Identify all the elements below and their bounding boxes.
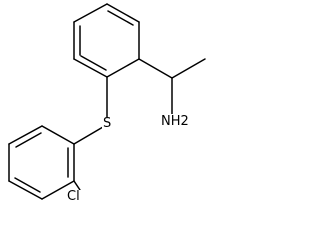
sulfur-to-ring-b-bond <box>73 126 104 145</box>
ring-b-bond-2 <box>41 180 75 200</box>
ring-b-bond-5 <box>8 125 43 145</box>
amine-text: NH2 <box>161 114 189 129</box>
chlorine-atom-label: Cl <box>66 189 81 204</box>
ring-a-bond-4 <box>73 58 108 78</box>
sulfur-atom-label: S <box>102 116 113 131</box>
ring-a-bond-3 <box>106 58 140 78</box>
chiral-carbon-to-methyl-bond <box>171 58 206 79</box>
amine-group-label: NH2 <box>160 114 190 129</box>
ring-to-chiral-carbon-bond <box>138 58 173 79</box>
thioether-linkage <box>73 76 108 145</box>
lower-benzene-ring <box>8 125 81 200</box>
ring-b-double-bond-3 <box>15 132 42 148</box>
ring-b-bond-6 <box>41 125 75 145</box>
ring-b-bond-3 <box>8 180 43 200</box>
ring-b-to-chlorine-bond <box>73 180 81 191</box>
ring-a-bond-6 <box>73 3 108 23</box>
molecule-drawing <box>8 3 206 200</box>
ethylamine-chain <box>138 58 206 115</box>
ring-a-double-bond-2 <box>80 55 107 71</box>
upper-benzene-ring <box>73 3 140 78</box>
ring-a-bond-1 <box>106 3 140 23</box>
ring-a-double-bond-1 <box>107 10 134 26</box>
ring-b-double-bond-2 <box>14 177 41 193</box>
chemical-structure-canvas: S NH2 Cl <box>8 3 206 204</box>
